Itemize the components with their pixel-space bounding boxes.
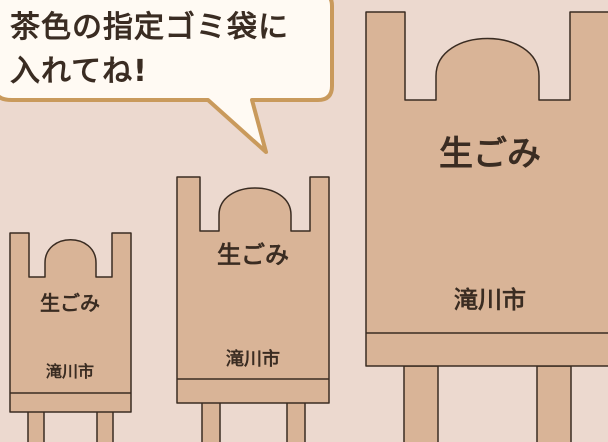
bag-leg bbox=[286, 397, 306, 442]
bag-body bbox=[365, 11, 608, 367]
bag-leg bbox=[96, 407, 114, 442]
bag-leg bbox=[201, 397, 221, 442]
speech-bubble-text: 茶色の指定ゴミ袋に 入れてね! bbox=[10, 6, 330, 94]
bag-type-label: 生ごみ bbox=[40, 291, 100, 315]
bubble-line-2: 入れてね! bbox=[10, 54, 148, 89]
bag-city-label: 滝川市 bbox=[46, 362, 94, 381]
garbage-bag-medium: 生ごみ 滝川市 bbox=[176, 176, 330, 442]
bag-leg bbox=[536, 365, 572, 442]
bag-city-label: 滝川市 bbox=[454, 286, 526, 314]
bag-body bbox=[176, 176, 330, 404]
garbage-bag-small: 生ごみ 滝川市 bbox=[9, 232, 132, 442]
bubble-line-1: 茶色の指定ゴミ袋に bbox=[10, 10, 289, 45]
bag-leg bbox=[403, 365, 439, 442]
bag-leg bbox=[27, 407, 45, 442]
garbage-bag-large: 生ごみ 滝川市 bbox=[365, 11, 608, 442]
speech-bubble bbox=[0, 0, 334, 154]
bag-type-label: 生ごみ bbox=[439, 134, 541, 174]
bag-city-label: 滝川市 bbox=[226, 348, 280, 370]
bag-type-label: 生ごみ bbox=[217, 241, 289, 269]
bag-body bbox=[9, 232, 132, 413]
